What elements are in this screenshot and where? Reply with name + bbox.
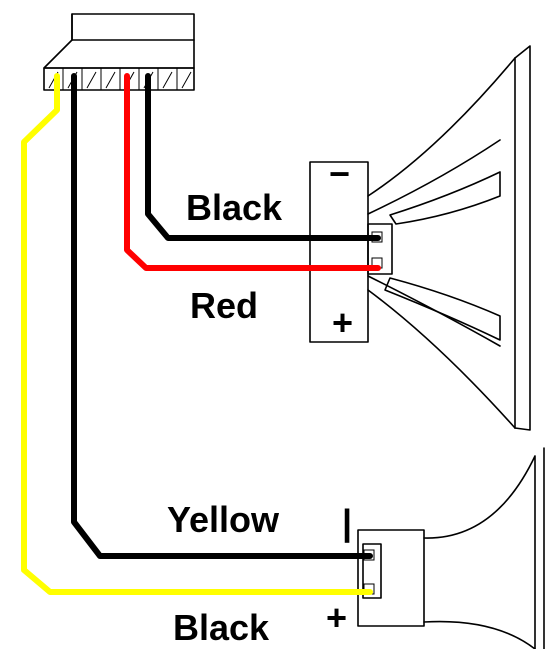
lower-horn-top bbox=[423, 455, 536, 649]
connector-pins bbox=[48, 68, 192, 90]
connector-top-face bbox=[43, 13, 195, 69]
upper-horn-outer-top bbox=[367, 57, 516, 197]
lower-terminal-block bbox=[362, 543, 382, 599]
upper-horn-inner-line-bottom bbox=[367, 275, 501, 347]
lower-horn-speaker: | + bbox=[326, 447, 545, 649]
upper-plus-sign: + bbox=[332, 302, 353, 343]
upper-horn-inner-line-top bbox=[367, 139, 501, 215]
wires bbox=[21, 73, 381, 595]
upper-horn-mouth-rim bbox=[514, 45, 531, 431]
label-black-bottom: Black bbox=[173, 607, 270, 648]
red-wire bbox=[124, 73, 381, 271]
upper-horn-outer-bottom bbox=[367, 289, 516, 429]
yellow-wire bbox=[21, 73, 373, 595]
black-wire-lower bbox=[71, 73, 373, 559]
upper-horn-inner-vane-bottom bbox=[384, 277, 501, 341]
label-yellow: Yellow bbox=[167, 499, 280, 540]
upper-horn-speaker: − + bbox=[309, 45, 531, 431]
connector-front-face bbox=[43, 67, 195, 91]
upper-horn-inner-vane-top bbox=[389, 171, 501, 225]
black-wire-upper bbox=[145, 73, 381, 241]
lower-horn-bottom bbox=[423, 620, 536, 649]
label-black-top: Black bbox=[186, 187, 283, 228]
upper-minus-sign: − bbox=[329, 153, 350, 194]
lower-plus-sign: + bbox=[326, 597, 347, 638]
lower-driver-box bbox=[357, 529, 425, 627]
connector bbox=[43, 13, 195, 91]
label-red: Red bbox=[190, 285, 258, 326]
lower-minus-sign: | bbox=[342, 502, 352, 544]
upper-terminal-block bbox=[367, 223, 393, 275]
